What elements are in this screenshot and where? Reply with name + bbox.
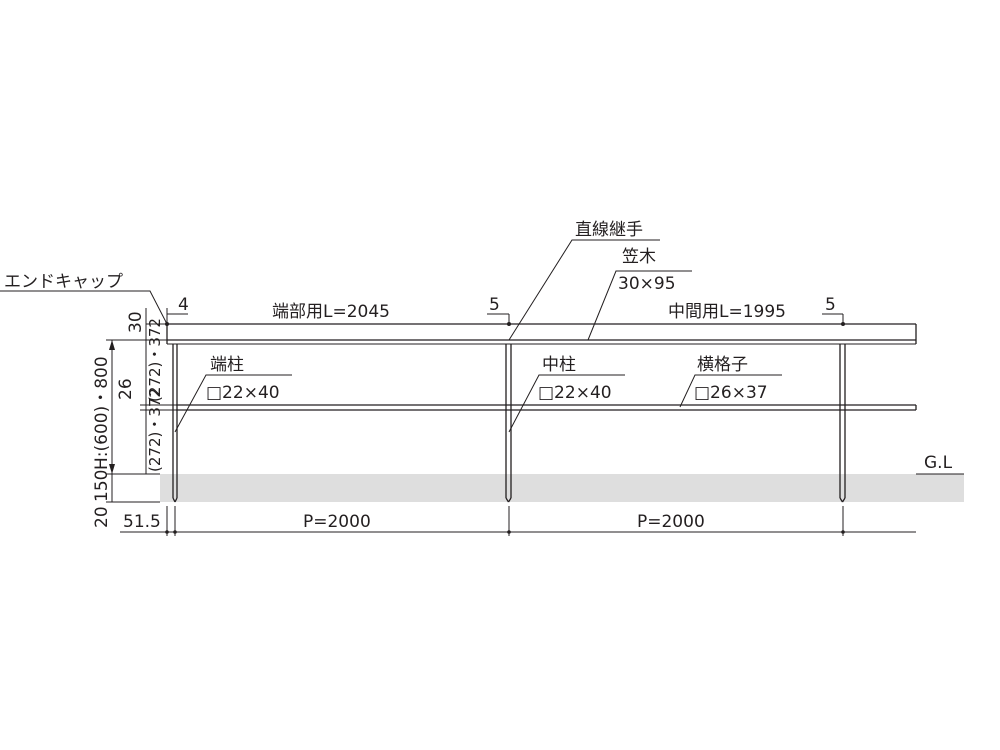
horizontal-bar-size: □26×37 — [694, 383, 768, 403]
mid-post-label: 中柱 — [542, 355, 576, 375]
end-post — [172, 344, 178, 503]
end-length: 端部用L=2045 — [272, 302, 390, 322]
top-dimension-lines — [166, 308, 844, 324]
gap-right: 5 — [825, 295, 836, 315]
pitch-2: P=2000 — [637, 512, 705, 532]
end-post-size: □22×40 — [206, 383, 280, 403]
upper-span: (272)・372 — [146, 318, 164, 402]
top-thickness: 30 — [126, 311, 146, 333]
kasagi-label: 笠木 — [622, 247, 656, 267]
lower-span: (272)・372 — [146, 388, 164, 472]
horizontal-bar — [176, 404, 917, 411]
straight-joint-label: 直線継手 — [575, 220, 643, 240]
gl-label: G.L — [924, 453, 953, 473]
gap-mid: 5 — [489, 295, 500, 315]
below-gl-150: 150 — [92, 470, 112, 502]
pitch-1: P=2000 — [303, 512, 371, 532]
mid-post-size: □22×40 — [538, 383, 612, 403]
end-cap-label: エンドキャップ — [4, 272, 123, 292]
bar-thickness: 26 — [116, 378, 136, 400]
end-post-label: 端柱 — [210, 355, 244, 375]
horizontal-bar-label: 横格子 — [697, 355, 748, 375]
ground-band — [160, 474, 964, 502]
left-dimension-lines — [106, 308, 176, 503]
leader-lines — [0, 239, 964, 475]
height-dimension: H:(600)・800 — [92, 356, 112, 470]
offset-dimension: 51.5 — [123, 512, 161, 532]
gap-left: 4 — [178, 295, 189, 315]
mid-post — [505, 344, 512, 503]
top-rail — [166, 323, 917, 345]
mid-length: 中間用L=1995 — [668, 302, 786, 322]
bottom-dimension-lines — [120, 506, 916, 536]
below-gl-20: 20 — [92, 506, 112, 528]
right-post — [839, 344, 846, 503]
kasagi-size: 30×95 — [618, 274, 676, 294]
